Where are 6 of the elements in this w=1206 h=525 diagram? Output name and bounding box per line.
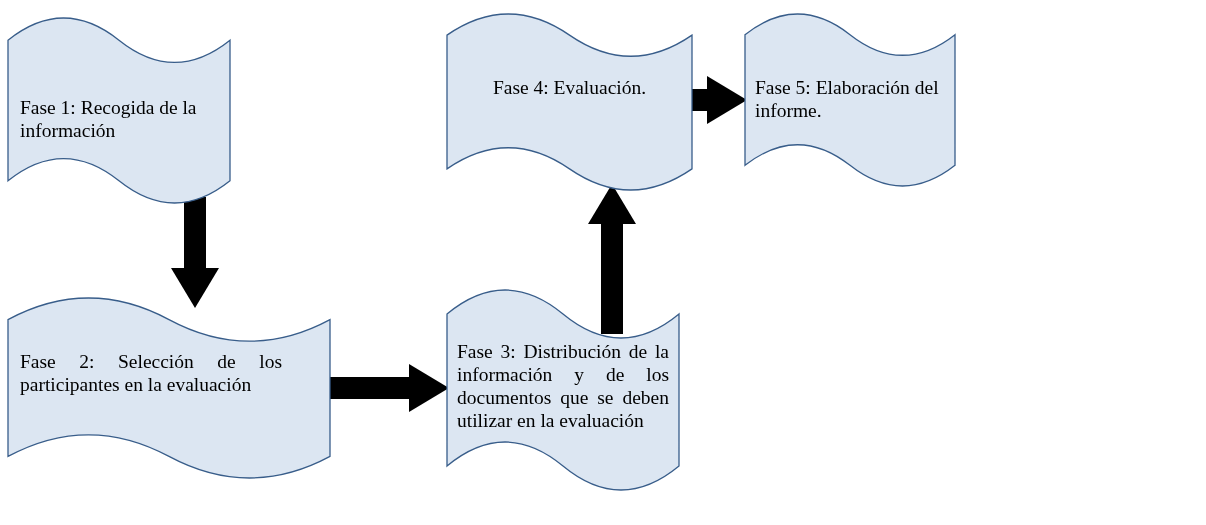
block-arrow — [171, 197, 219, 308]
phase-label: Fase 4: Evaluación. — [491, 76, 648, 99]
phase-label: Fase 3: Distribución de la información y de los documentos que se deben utilizar en la evaluación — [457, 340, 669, 432]
phase-label: Fase 5: Elaboración del informe. — [755, 76, 940, 122]
phase-label: Fase 1: Recogida de la información — [20, 96, 198, 142]
phase-label: Fase 2: Selección de los participantes en la evaluación — [20, 350, 282, 396]
